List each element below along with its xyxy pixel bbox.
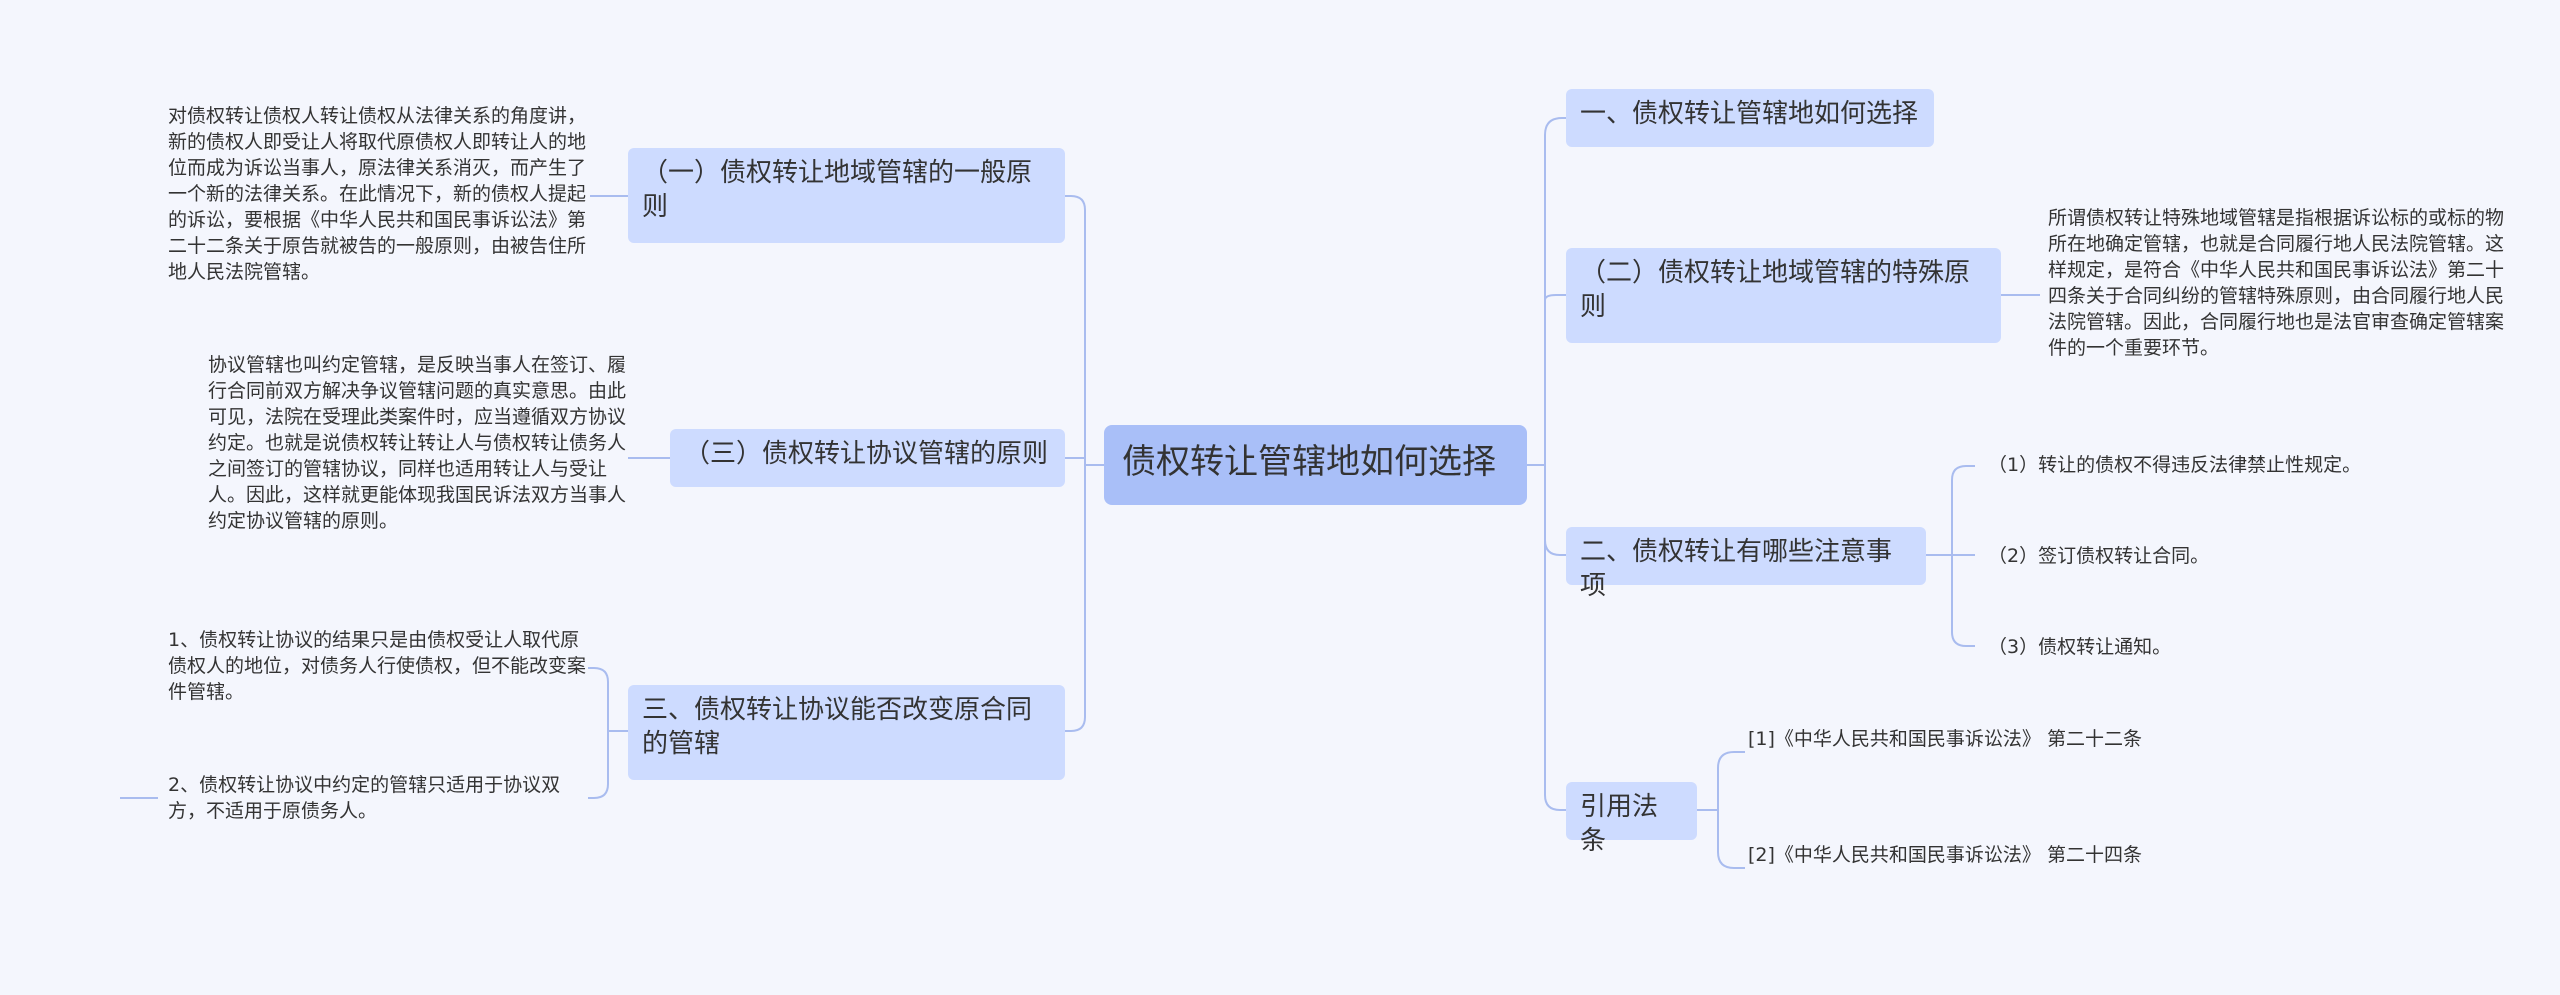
- topic-selection-method[interactable]: 一、债权转让管辖地如何选择: [1566, 89, 1934, 147]
- topic-label: 三、债权转让协议能否改变原合同的管辖: [642, 695, 1033, 759]
- link-n4-item2: [1717, 810, 1745, 869]
- topic-label: 二、债权转让有哪些注意事项: [1580, 537, 1893, 601]
- topic-precautions[interactable]: 二、债权转让有哪些注意事项: [1566, 527, 1926, 601]
- general-jurisdiction-note: 对债权转让债权人转让债权从法律关系的角度讲，新的债权人即受让人将取代原债权人即转…: [168, 105, 587, 283]
- link-n3-item3: [1951, 555, 1975, 647]
- topic-cited-laws[interactable]: 引用法条: [1566, 782, 1697, 856]
- link-left-n1: [1065, 195, 1086, 465]
- link-right-n4: [1544, 540, 1566, 811]
- precaution-item-3: （3）债权转让通知。: [1988, 636, 2172, 658]
- note-text: 所谓债权转让特殊地域管辖是指根据诉讼标的或标的物所在地确定管辖，也就是合同履行地…: [2048, 207, 2505, 359]
- change-jurisdiction-item-2: 2、债权转让协议中约定的管辖只适用于协议双方，不适用于原债务人。: [168, 774, 561, 822]
- topic-label: （三）债权转让协议管辖的原则: [684, 439, 1049, 469]
- precaution-item-2: （2）签订债权转让合同。: [1988, 545, 2210, 567]
- root-topic-label: 债权转让管辖地如何选择: [1122, 442, 1496, 482]
- link-n4-item1: [1717, 751, 1745, 810]
- link-right-n3: [1544, 465, 1566, 556]
- link-ln3-item1: [588, 667, 609, 731]
- topic-general-jurisdiction[interactable]: （一）债权转让地域管辖的一般原则: [628, 148, 1065, 243]
- cited-law-item-2: [2]《中华人民共和国民事诉讼法》 第二十四条: [1748, 844, 2142, 866]
- link-right-n2: [1544, 294, 1566, 301]
- link-left-n3: [1065, 465, 1086, 732]
- precaution-item-1: （1）转让的债权不得违反法律禁止性规定。: [1988, 454, 2362, 476]
- topic-agreement-jurisdiction[interactable]: （三）债权转让协议管辖的原则: [670, 429, 1065, 487]
- link-n3-item1: [1951, 465, 1975, 555]
- topic-label: （二）债权转让地域管辖的特殊原则: [1580, 258, 1971, 322]
- topic-label: 引用法条: [1580, 792, 1659, 856]
- agreement-jurisdiction-note: 协议管辖也叫约定管辖，是反映当事人在签订、履行合同前双方解决争议管辖问题的真实意…: [208, 354, 627, 532]
- topic-label: 一、债权转让管辖地如何选择: [1580, 99, 1919, 129]
- topic-change-jurisdiction[interactable]: 三、债权转让协议能否改变原合同的管辖: [628, 685, 1065, 780]
- special-jurisdiction-note: 所谓债权转让特殊地域管辖是指根据诉讼标的或标的物所在地确定管辖，也就是合同履行地…: [2048, 205, 2518, 361]
- link-ln3-item2: [588, 731, 609, 799]
- change-jurisdiction-item-1: 1、债权转让协议的结果只是由债权受让人取代原债权人的地位，对债务人行使债权，但不…: [168, 629, 587, 703]
- topic-label: （一）债权转让地域管辖的一般原则: [642, 158, 1033, 222]
- cited-law-item-1: [1]《中华人民共和国民事诉讼法》 第二十二条: [1748, 728, 2142, 750]
- link-right-n1: [1544, 117, 1566, 465]
- root-topic[interactable]: 债权转让管辖地如何选择: [1104, 425, 1527, 505]
- topic-special-jurisdiction[interactable]: （二）债权转让地域管辖的特殊原则: [1566, 248, 2001, 343]
